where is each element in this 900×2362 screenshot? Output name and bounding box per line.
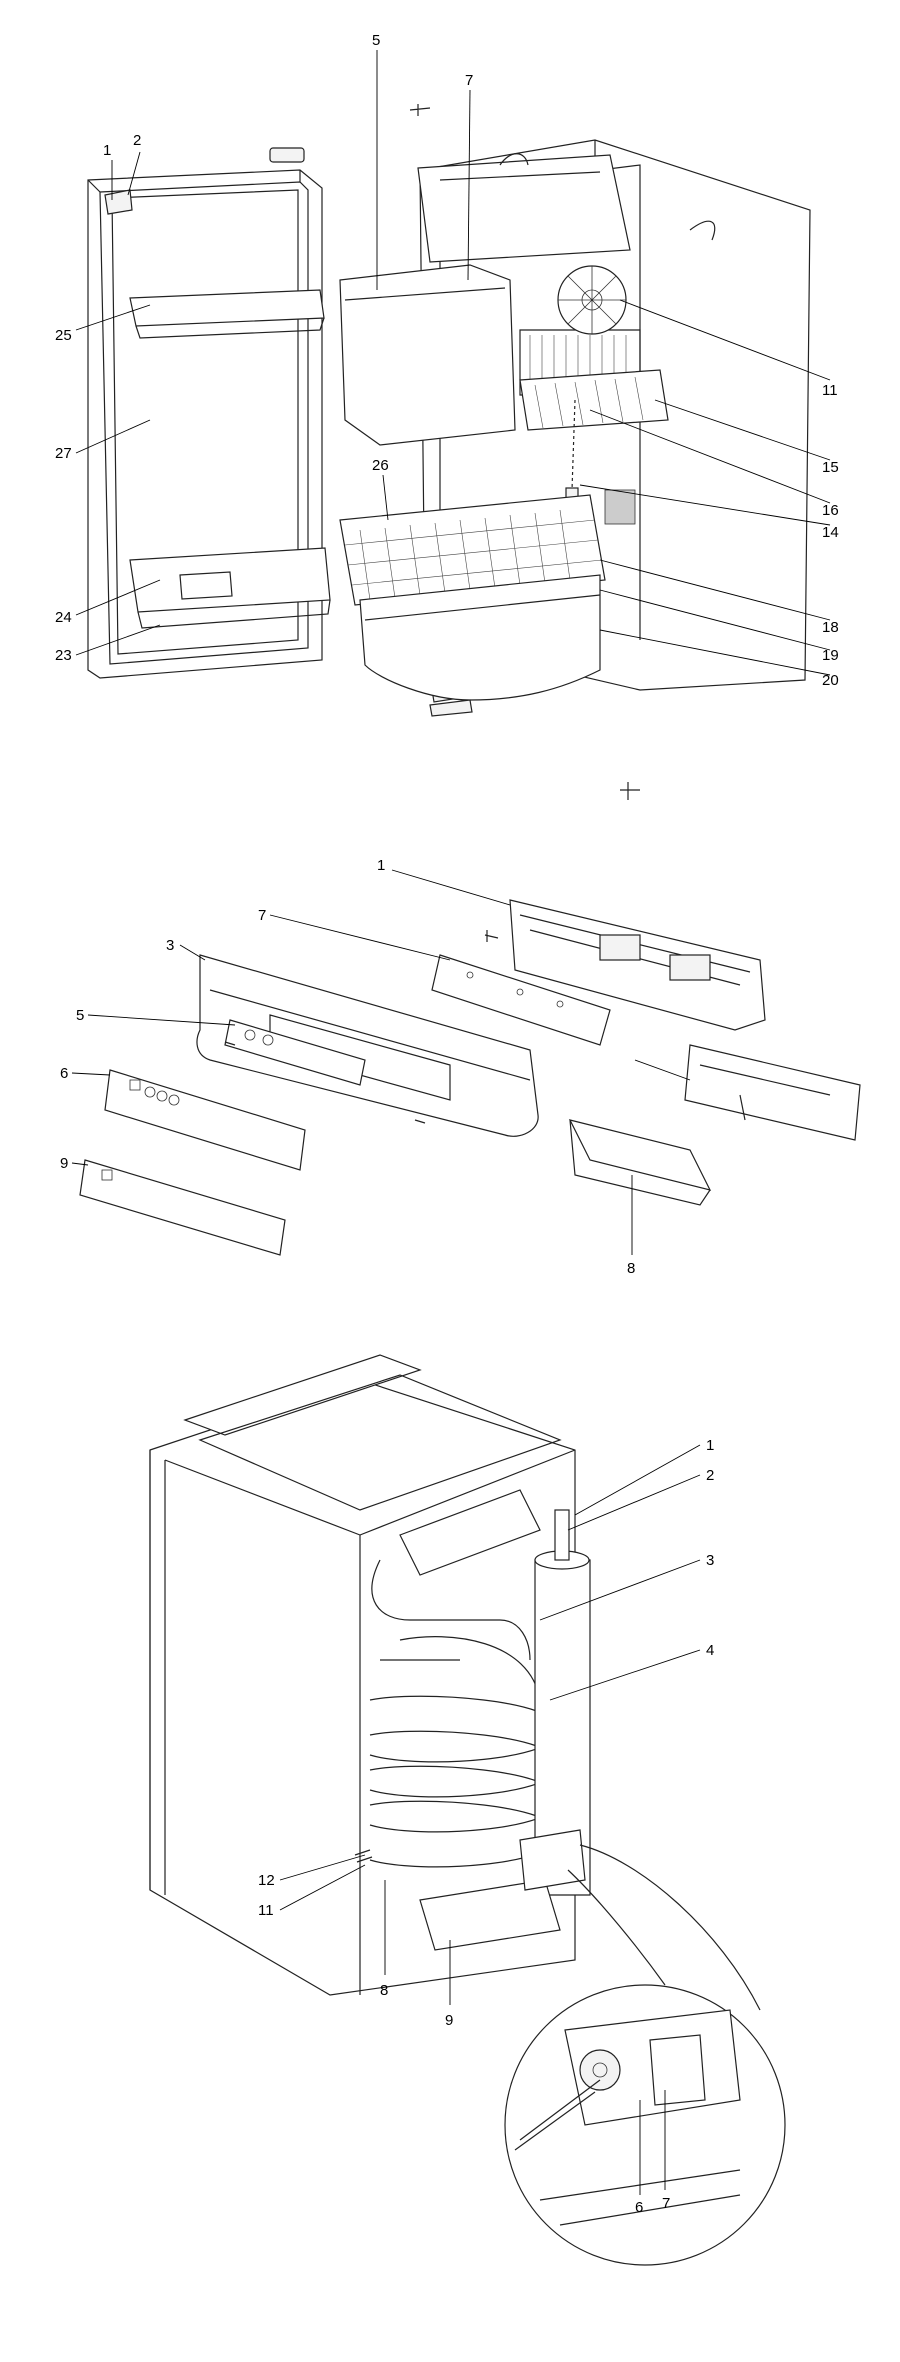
label-24: 24	[55, 609, 72, 626]
label-5: 5	[372, 32, 380, 49]
door-assembly	[87, 147, 331, 679]
diagram1-leader-lines	[75, 50, 831, 676]
label-8: 8	[380, 1982, 388, 1999]
label-7: 7	[258, 907, 266, 924]
label-11: 11	[258, 1902, 274, 1919]
label-9: 9	[60, 1155, 68, 1172]
diagram3-labels: 1 2 3 4 12 11 8 9 6 7	[258, 1437, 714, 2216]
label-20: 20	[822, 672, 839, 689]
diagram2-labels: 1 7 3 5 6 9 8	[60, 857, 635, 1277]
label-8: 8	[627, 1260, 635, 1277]
label-26: 26	[372, 457, 389, 474]
label-15: 15	[822, 459, 839, 476]
rear-cooling-unit-view	[149, 1354, 786, 2266]
label-12: 12	[258, 1872, 275, 1889]
label-6: 6	[60, 1065, 68, 1082]
label-5: 5	[76, 1007, 84, 1024]
label-7: 7	[465, 72, 473, 89]
control-panel-exploded-view	[79, 899, 861, 1256]
label-3: 3	[706, 1552, 714, 1569]
fridge-cabinet-exploded-view	[87, 104, 811, 800]
label-18: 18	[822, 619, 839, 636]
label-1: 1	[377, 857, 385, 874]
label-1: 1	[103, 142, 111, 159]
label-19: 19	[822, 647, 839, 664]
label-3: 3	[166, 937, 174, 954]
label-11: 11	[822, 382, 838, 399]
diagram2-leader-lines	[71, 869, 691, 1255]
diagram1-labels: 1 2 5 7 11 15 16 14 26 18 19 20 25 27 24…	[55, 32, 839, 689]
label-7: 7	[662, 2195, 670, 2212]
wire-shelf-upper	[534, 376, 644, 429]
diagram3-leader-lines	[279, 1444, 701, 2195]
crisper-and-shelf	[339, 494, 606, 717]
label-2: 2	[706, 1467, 714, 1484]
freezer-door-panel	[339, 264, 516, 446]
label-23: 23	[55, 647, 72, 664]
zoom-detail-parts	[514, 2009, 741, 2226]
label-14: 14	[822, 524, 839, 541]
label-16: 16	[822, 502, 839, 519]
label-2: 2	[133, 132, 141, 149]
label-4: 4	[706, 1642, 714, 1659]
label-9: 9	[445, 2012, 453, 2029]
label-27: 27	[55, 445, 72, 462]
label-25: 25	[55, 327, 72, 344]
label-1: 1	[706, 1437, 714, 1454]
label-6: 6	[635, 2199, 643, 2216]
